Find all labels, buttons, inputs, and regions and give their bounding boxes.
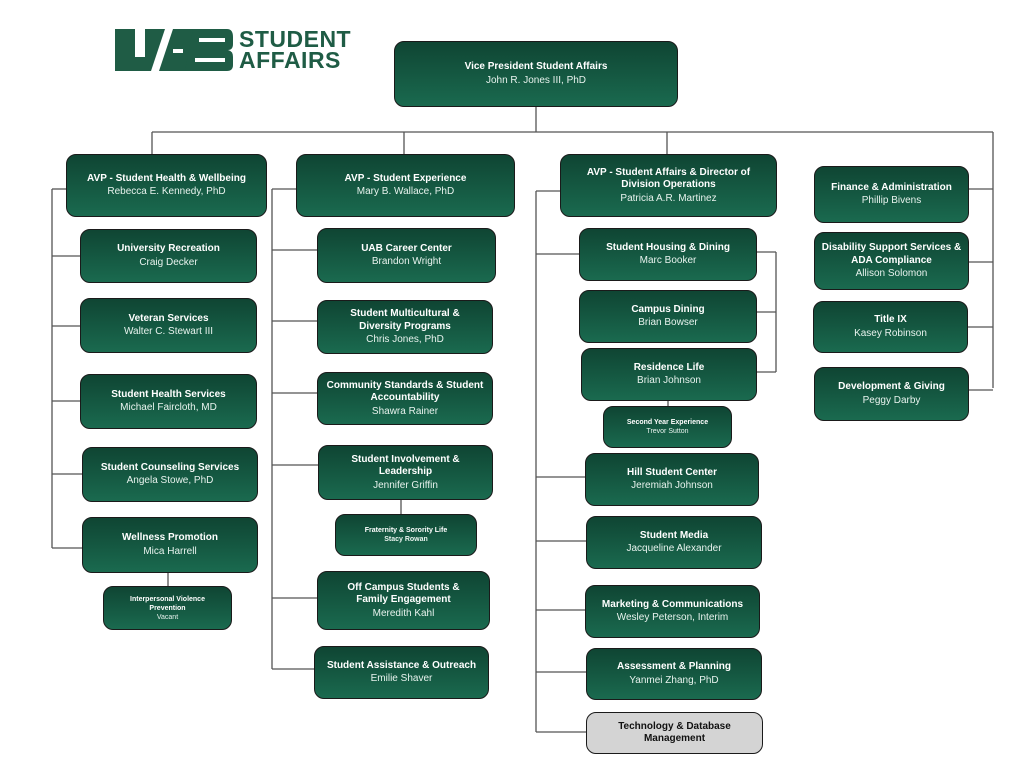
- unit-university-recreation[interactable]: University Recreation Craig Decker: [80, 229, 257, 283]
- box-title: Assessment & Planning: [617, 661, 731, 673]
- box-title: Off Campus Students & Family Engagement: [347, 581, 460, 606]
- unit-student-housing-dining[interactable]: Student Housing & Dining Marc Booker: [579, 228, 757, 281]
- unit-disability-support-ada[interactable]: Disability Support Services & ADA Compli…: [814, 232, 969, 290]
- unit-assessment-planning[interactable]: Assessment & Planning Yanmei Zhang, PhD: [586, 648, 762, 700]
- box-name: Angela Stowe, PhD: [126, 475, 214, 487]
- box-title: Marketing & Communications: [601, 598, 744, 610]
- unit-title-ix[interactable]: Title IX Kasey Robinson: [813, 301, 968, 353]
- unit-residence-life[interactable]: Residence Life Brian Johnson: [581, 348, 757, 401]
- logo-text: STUDENT AFFAIRS: [239, 26, 352, 73]
- box-title: Finance & Administration: [831, 181, 952, 193]
- box-title: Student Assistance & Outreach: [326, 659, 477, 671]
- unit-wellness-promotion[interactable]: Wellness Promotion Mica Harrell: [82, 517, 258, 573]
- unit-campus-dining[interactable]: Campus Dining Brian Bowser: [579, 290, 757, 343]
- box-name: Chris Jones, PhD: [366, 334, 444, 345]
- box-title: Hill Student Center: [626, 466, 717, 478]
- uab-student-affairs-logo: STUDENT AFFAIRS: [115, 28, 351, 72]
- vp-title: Vice President Student Affairs: [464, 61, 608, 73]
- unit-uab-career-center[interactable]: UAB Career Center Brandon Wright: [317, 228, 496, 283]
- box-title: Community Standards & Student Accountabi…: [326, 379, 484, 404]
- box-title: AVP - Student Experience: [344, 172, 467, 184]
- unit-student-assistance-outreach[interactable]: Student Assistance & Outreach Emilie Sha…: [314, 646, 489, 699]
- box-name: Jennifer Griffin: [373, 479, 438, 491]
- logo-line-1: STUDENT: [239, 26, 352, 52]
- unit-technology-database-management[interactable]: Technology & Database Management: [586, 712, 763, 754]
- box-title: Fraternity & Sorority Life: [364, 527, 448, 534]
- unit-hill-student-center[interactable]: Hill Student Center Jeremiah Johnson: [585, 453, 759, 506]
- box-title: Interpersonal Violence Prevention: [130, 595, 205, 612]
- avp-health-wellbeing-box[interactable]: AVP - Student Health & Wellbeing Rebecca…: [66, 154, 267, 217]
- box-title: Disability Support Services & ADA Compli…: [821, 242, 962, 266]
- box-name: Kasey Robinson: [854, 327, 927, 339]
- box-name: Stacy Rowan: [384, 536, 428, 543]
- box-title: Student Health Services: [111, 388, 226, 400]
- sub-interpersonal-violence-prevention[interactable]: Interpersonal Violence Prevention Vacant: [103, 586, 232, 630]
- box-title: Veteran Services: [128, 312, 209, 324]
- box-name: Patricia A.R. Martinez: [620, 192, 717, 204]
- box-name: Jeremiah Johnson: [631, 480, 713, 492]
- avp-student-affairs-operations-box[interactable]: AVP - Student Affairs & Director of Divi…: [560, 154, 777, 217]
- unit-student-media[interactable]: Student Media Jacqueline Alexander: [586, 516, 762, 569]
- unit-student-health-services[interactable]: Student Health Services Michael Fairclot…: [80, 374, 257, 429]
- box-name: Peggy Darby: [862, 394, 921, 406]
- box-name: Rebecca E. Kennedy, PhD: [107, 186, 226, 198]
- box-title: Title IX: [874, 314, 907, 326]
- logo-line-2: AFFAIRS: [239, 47, 341, 73]
- vp-box[interactable]: Vice President Student Affairs John R. J…: [394, 41, 678, 107]
- box-name: Mary B. Wallace, PhD: [356, 186, 455, 198]
- sub-fraternity-sorority-life[interactable]: Fraternity & Sorority Life Stacy Rowan: [335, 514, 477, 556]
- box-title: Residence Life: [633, 361, 705, 373]
- box-name: Brandon Wright: [371, 256, 442, 268]
- unit-marketing-communications[interactable]: Marketing & Communications Wesley Peters…: [585, 585, 760, 638]
- unit-community-standards[interactable]: Community Standards & Student Accountabi…: [317, 372, 493, 425]
- unit-veteran-services[interactable]: Veteran Services Walter C. Stewart III: [80, 298, 257, 353]
- box-name: Vacant: [156, 613, 179, 621]
- box-name: Mica Harrell: [143, 545, 197, 557]
- box-title: Student Involvement & Leadership: [351, 453, 460, 478]
- avp-student-experience-box[interactable]: AVP - Student Experience Mary B. Wallace…: [296, 154, 515, 217]
- box-name: Craig Decker: [139, 256, 198, 268]
- sub-second-year-experience[interactable]: Second Year Experience Trevor Sutton: [603, 406, 732, 448]
- box-name: Wesley Peterson, Interim: [616, 612, 729, 624]
- box-title: Student Housing & Dining: [606, 241, 730, 253]
- box-name: Michael Faircloth, MD: [120, 402, 217, 414]
- box-name: Walter C. Stewart III: [123, 326, 214, 338]
- box-name: Marc Booker: [639, 255, 697, 267]
- box-name: Meredith Kahl: [372, 607, 435, 619]
- box-title: AVP - Student Affairs & Director of Divi…: [586, 166, 751, 191]
- box-name: Yanmei Zhang, PhD: [629, 674, 719, 686]
- box-title: Student Counseling Services: [100, 461, 240, 473]
- vp-name: John R. Jones III, PhD: [485, 74, 587, 86]
- box-title: Second Year Experience: [626, 419, 709, 426]
- unit-development-giving[interactable]: Development & Giving Peggy Darby: [814, 367, 969, 421]
- uab-logo-icon: [115, 29, 233, 71]
- box-title: AVP - Student Health & Wellbeing: [87, 172, 246, 184]
- box-title: Wellness Promotion: [122, 532, 218, 544]
- box-name: Brian Bowser: [638, 317, 698, 329]
- box-name: Jacqueline Alexander: [626, 543, 722, 555]
- unit-student-involvement-leadership[interactable]: Student Involvement & Leadership Jennife…: [318, 445, 493, 500]
- box-title: Campus Dining: [631, 303, 705, 315]
- box-title: Student Multicultural & Diversity Progra…: [350, 308, 460, 332]
- box-name: Trevor Sutton: [646, 428, 689, 435]
- box-name: Emilie Shaver: [370, 673, 433, 685]
- box-name: Shawra Rainer: [371, 405, 439, 417]
- box-title: Technology & Database Management: [618, 720, 731, 745]
- box-title: University Recreation: [117, 243, 220, 255]
- box-title: Development & Giving: [838, 381, 945, 393]
- box-name: Phillip Bivens: [861, 195, 922, 207]
- box-title: UAB Career Center: [361, 242, 452, 254]
- box-name: Allison Solomon: [855, 268, 928, 279]
- unit-student-counseling-services[interactable]: Student Counseling Services Angela Stowe…: [82, 447, 258, 502]
- unit-finance-administration[interactable]: Finance & Administration Phillip Bivens: [814, 166, 969, 223]
- box-title: Student Media: [639, 529, 709, 541]
- unit-student-multicultural-diversity[interactable]: Student Multicultural & Diversity Progra…: [317, 300, 493, 354]
- box-name: Brian Johnson: [637, 375, 701, 387]
- unit-off-campus-students[interactable]: Off Campus Students & Family Engagement …: [317, 571, 490, 630]
